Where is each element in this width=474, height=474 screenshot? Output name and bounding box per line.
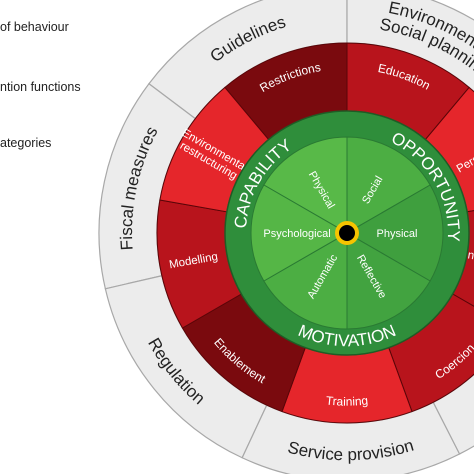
intervention-label: Incentivisation [464,249,474,273]
source-label: Physical [377,228,418,240]
source-label-line: Psychological [263,228,330,240]
legend-item-behaviour: of behaviour [0,20,69,34]
intervention-label-line: Incentivisation [464,249,474,273]
intervention-ring: RestrictionsEducationPersuasionIncentivi… [156,42,474,424]
legend-item-intervention-functions: ntion functions [0,80,81,94]
intervention-label-path: Training [325,393,369,408]
domain-ring-edge [224,110,470,356]
policy-segment [432,373,474,455]
hub-inner [339,225,355,241]
source-label: Psychological [263,228,330,240]
intervention-label: Training [325,393,369,408]
wheel-hub [335,221,359,245]
source-label-line: Physical [377,228,418,240]
legend-item-policy-categories: ategories [0,136,52,150]
legend: of behaviour ntion functions ategories [0,0,140,170]
